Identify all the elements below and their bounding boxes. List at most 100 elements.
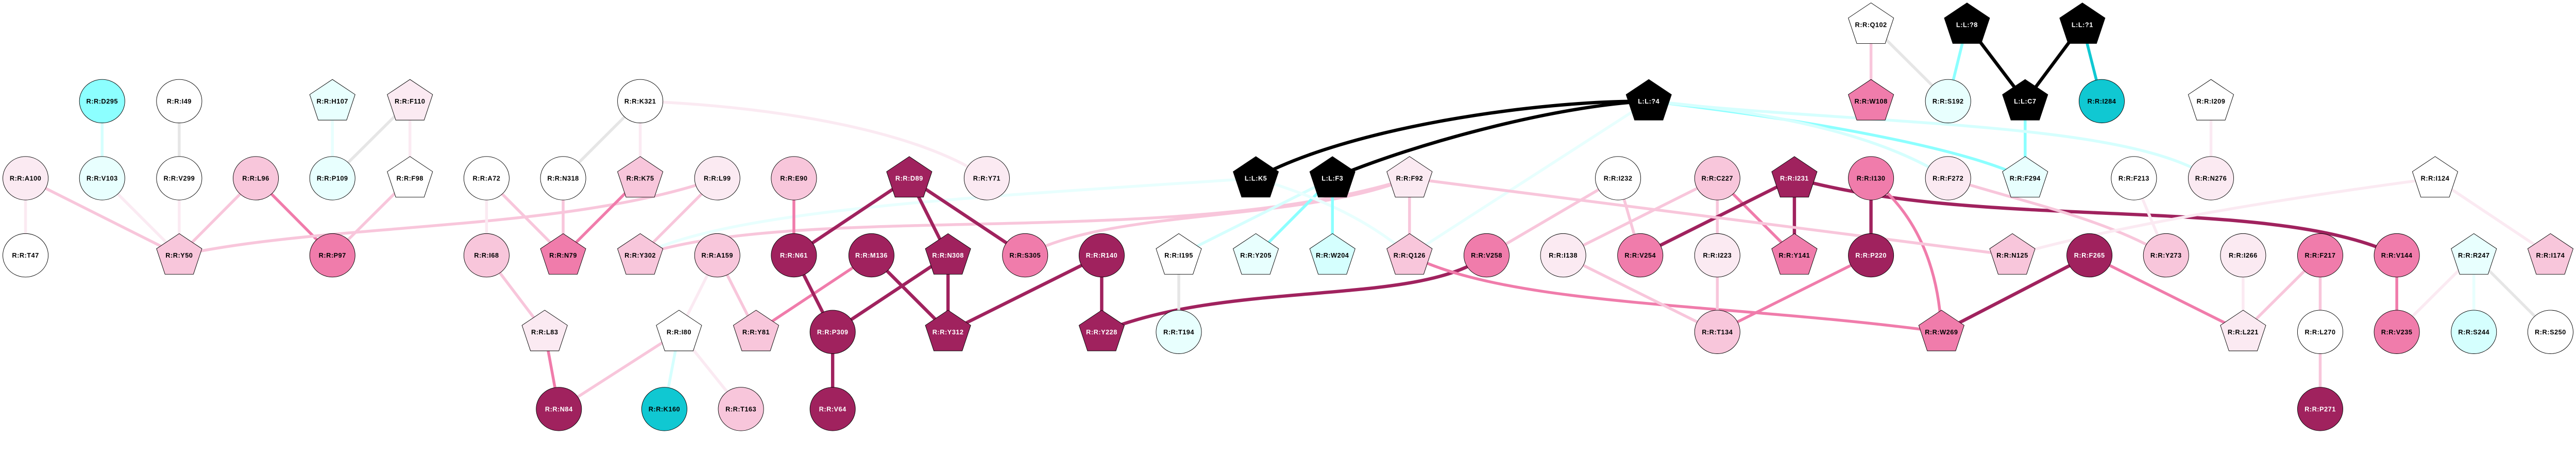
node-label: R:R:I49 — [167, 97, 192, 105]
node-p309[interactable]: R:R:P309 — [809, 310, 856, 354]
node-s244[interactable]: R:R:S244 — [2451, 310, 2497, 354]
node-f92[interactable]: R:R:F92 — [1386, 156, 1433, 198]
node-n61[interactable]: R:R:N61 — [771, 233, 817, 278]
node-a100[interactable]: R:R:A100 — [3, 156, 49, 200]
node-i49[interactable]: R:R:I49 — [156, 79, 202, 124]
node-label: R:R:F110 — [395, 97, 425, 105]
node-p271[interactable]: R:R:P271 — [2297, 387, 2343, 431]
node-l99[interactable]: R:R:L99 — [694, 156, 740, 200]
node-label: R:R:Y71 — [973, 175, 1001, 182]
node-l270[interactable]: R:R:L270 — [2297, 310, 2343, 354]
node-n79[interactable]: R:R:N79 — [540, 233, 586, 275]
ellipse-shape — [2111, 156, 2157, 200]
node-y312[interactable]: R:R:Y312 — [925, 310, 971, 351]
node-n125[interactable]: R:R:N125 — [1989, 233, 2036, 275]
node-w108[interactable]: R:R:W108 — [1848, 79, 1894, 121]
ellipse-shape — [3, 233, 49, 278]
node-l221[interactable]: R:R:L221 — [2220, 310, 2266, 351]
node-n276[interactable]: R:R:N276 — [2188, 156, 2234, 200]
node-p97[interactable]: R:R:P97 — [309, 233, 355, 278]
node-e90[interactable]: R:R:E90 — [771, 156, 817, 200]
node-w269[interactable]: R:R:W269 — [1918, 310, 1964, 351]
node-m136[interactable]: R:R:M136 — [848, 233, 894, 278]
node-v258[interactable]: R:R:V258 — [1463, 233, 1510, 278]
node-f272[interactable]: R:R:F272 — [1925, 156, 1971, 200]
node-v64[interactable]: R:R:V64 — [809, 387, 856, 431]
node-t163[interactable]: R:R:T163 — [718, 387, 764, 431]
node-v103[interactable]: R:R:V103 — [79, 156, 125, 200]
node-d295[interactable]: R:R:D295 — [79, 79, 125, 124]
node-i130[interactable]: R:R:I130 — [1848, 156, 1894, 200]
node-s250[interactable]: R:R:S250 — [2527, 310, 2573, 354]
node-n318[interactable]: R:R:N318 — [540, 156, 586, 200]
node-s192[interactable]: R:R:S192 — [1925, 79, 1971, 124]
node-l96[interactable]: R:R:L96 — [232, 156, 279, 200]
node-f213[interactable]: R:R:F213 — [2111, 156, 2157, 200]
node-v254[interactable]: R:R:V254 — [1617, 233, 1664, 278]
node-l4[interactable]: L:L:?4 — [1625, 79, 1672, 121]
node-y205[interactable]: R:R:Y205 — [1232, 233, 1279, 275]
node-w204[interactable]: R:R:W204 — [1309, 233, 1355, 275]
node-f98[interactable]: R:R:F98 — [387, 156, 433, 198]
node-c7[interactable]: L:L:C7 — [2002, 79, 2048, 121]
pentagon-shape — [1078, 310, 1125, 351]
node-l83[interactable]: R:R:L83 — [521, 310, 568, 351]
node-i195[interactable]: R:R:I195 — [1156, 233, 1202, 275]
node-a72[interactable]: R:R:A72 — [463, 156, 510, 200]
node-label: R:R:E90 — [780, 175, 807, 182]
ellipse-shape — [156, 79, 202, 124]
node-v299[interactable]: R:R:V299 — [156, 156, 202, 200]
node-i284[interactable]: R:R:I284 — [2078, 79, 2125, 124]
node-y228[interactable]: R:R:Y228 — [1078, 310, 1125, 351]
node-p109[interactable]: R:R:P109 — [309, 156, 355, 200]
node-l1[interactable]: L:L:?1 — [2059, 2, 2106, 44]
node-k5[interactable]: L:L:K5 — [1232, 156, 1279, 198]
node-y81[interactable]: R:R:Y81 — [733, 310, 779, 351]
node-k75[interactable]: R:R:K75 — [617, 156, 664, 198]
node-t134[interactable]: R:R:T134 — [1694, 310, 1740, 354]
ellipse-shape — [694, 233, 740, 278]
node-f110[interactable]: R:R:F110 — [387, 79, 433, 121]
node-n84[interactable]: R:R:N84 — [536, 387, 582, 431]
node-a159[interactable]: R:R:A159 — [694, 233, 740, 278]
ellipse-shape — [809, 387, 856, 431]
node-label: R:R:P220 — [1855, 251, 1887, 259]
node-i80[interactable]: R:R:I80 — [656, 310, 702, 351]
node-i174[interactable]: R:R:I174 — [2527, 233, 2574, 275]
node-f3[interactable]: L:L:F3 — [1309, 156, 1355, 198]
node-i223[interactable]: R:R:I223 — [1694, 233, 1740, 278]
node-k160[interactable]: R:R:K160 — [641, 387, 687, 431]
node-y273[interactable]: R:R:Y273 — [2143, 233, 2189, 278]
node-l8[interactable]: L:L:?8 — [1944, 2, 1990, 44]
node-y302[interactable]: R:R:Y302 — [617, 233, 664, 275]
node-s305[interactable]: R:R:S305 — [1002, 233, 1048, 278]
node-r140[interactable]: R:R:R140 — [1078, 233, 1125, 278]
node-t194[interactable]: R:R:T194 — [1156, 310, 1202, 354]
node-p220[interactable]: R:R:P220 — [1848, 233, 1894, 278]
node-v144[interactable]: R:R:V144 — [2374, 233, 2420, 278]
node-i138[interactable]: R:R:I138 — [1540, 233, 1586, 278]
node-q126[interactable]: R:R:Q126 — [1386, 233, 1433, 275]
node-d89[interactable]: R:R:D89 — [886, 156, 933, 198]
node-v235[interactable]: R:R:V235 — [2374, 310, 2420, 354]
node-y50[interactable]: R:R:Y50 — [156, 233, 202, 275]
node-h107[interactable]: R:R:H107 — [309, 79, 355, 121]
node-t47[interactable]: R:R:T47 — [3, 233, 49, 278]
node-c227[interactable]: R:R:C227 — [1694, 156, 1740, 200]
node-n308[interactable]: R:R:N308 — [925, 233, 971, 275]
node-i124[interactable]: R:R:I124 — [2412, 156, 2459, 198]
node-y141[interactable]: R:R:Y141 — [1771, 233, 1818, 275]
node-i266[interactable]: R:R:I266 — [2220, 233, 2266, 278]
node-i232[interactable]: R:R:I232 — [1595, 156, 1641, 200]
node-i68[interactable]: R:R:I68 — [463, 233, 510, 278]
node-f294[interactable]: R:R:F294 — [2002, 156, 2048, 198]
node-f217[interactable]: R:R:F217 — [2297, 233, 2343, 278]
node-i231[interactable]: R:R:I231 — [1771, 156, 1818, 198]
node-i209[interactable]: R:R:I209 — [2188, 79, 2234, 121]
ellipse-shape — [1463, 233, 1510, 278]
node-f265[interactable]: R:R:F265 — [2066, 233, 2113, 278]
node-y71[interactable]: R:R:Y71 — [963, 156, 1010, 200]
node-r247[interactable]: R:R:R247 — [2451, 233, 2497, 275]
node-q102[interactable]: R:R:Q102 — [1848, 2, 1894, 44]
node-k321[interactable]: R:R:K321 — [617, 79, 664, 124]
